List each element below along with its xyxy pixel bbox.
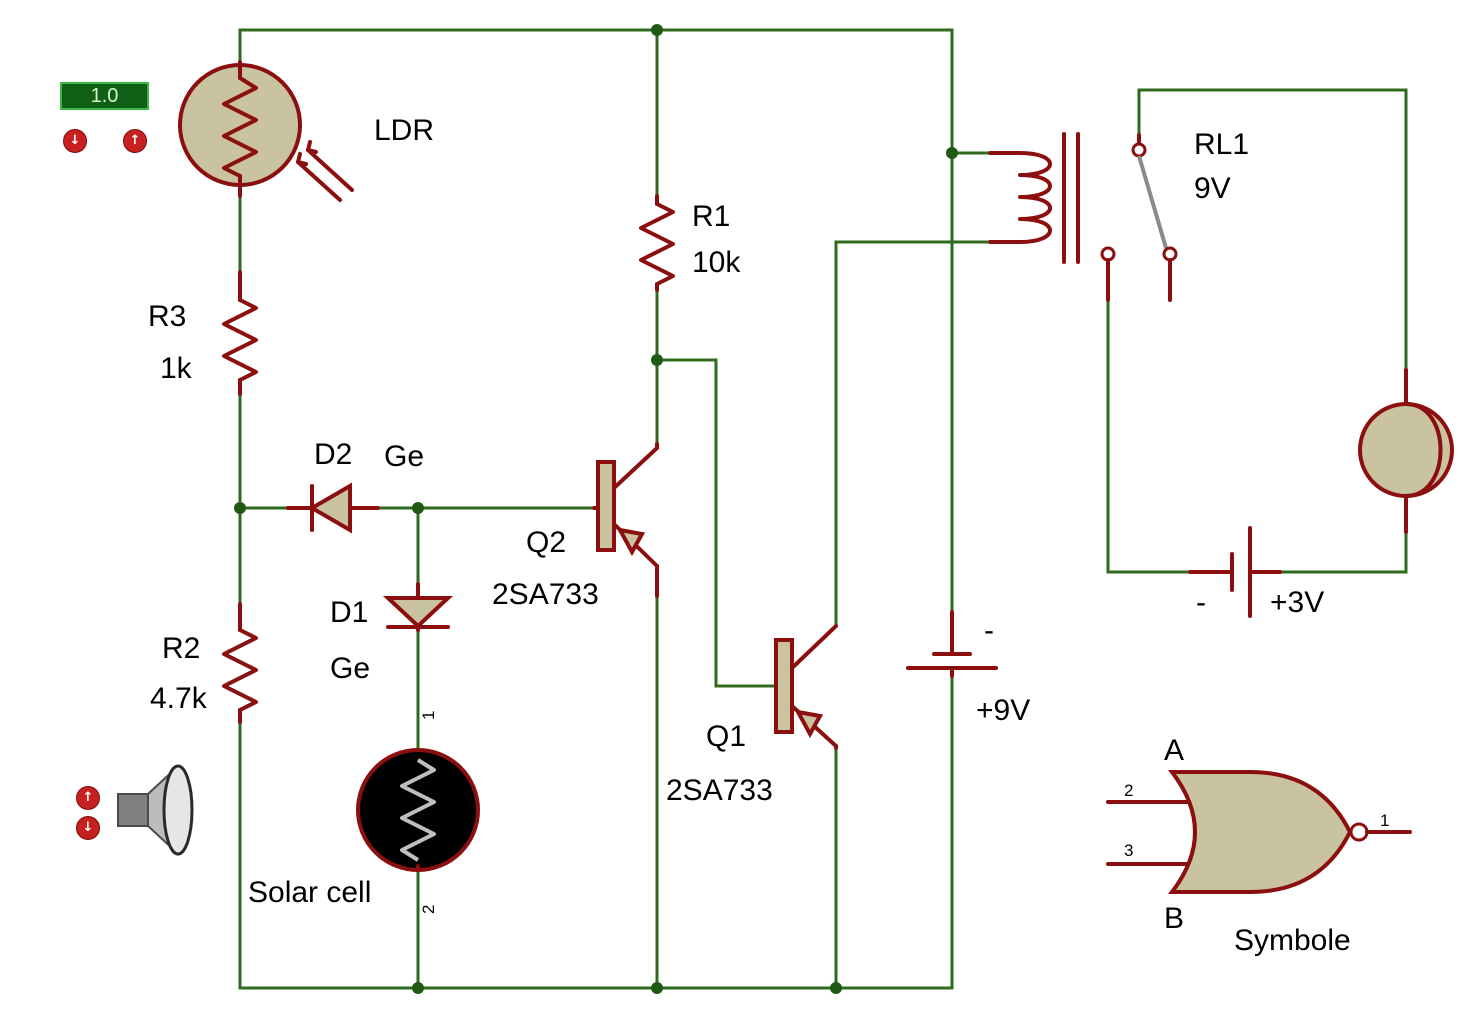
label-d2-name: D2	[314, 438, 352, 471]
resistor-r2	[222, 602, 258, 724]
label-ldr: LDR	[374, 114, 434, 147]
down-arrow-icon: ↓	[69, 133, 81, 148]
solar-cell	[356, 748, 480, 872]
lamp	[1358, 368, 1454, 534]
label-gate-pin2: 2	[1124, 781, 1133, 800]
resistor-r1	[639, 194, 675, 292]
label-relay-voltage: 9V	[1194, 172, 1231, 205]
label-relay-name: RL1	[1194, 128, 1249, 161]
label-battery3-neg: -	[1196, 586, 1206, 619]
ldr	[178, 60, 354, 202]
speaker-increase-button[interactable]: ↑	[76, 786, 100, 810]
label-d1-type: Ge	[330, 652, 370, 685]
label-r2-name: R2	[162, 632, 200, 665]
nor-gate-symbol	[1106, 770, 1412, 894]
transistor-q1	[774, 624, 838, 750]
up-arrow-icon: ↑	[129, 133, 141, 148]
label-gate-a: A	[1164, 734, 1184, 767]
battery-9v	[906, 610, 998, 678]
ldr-decrease-button[interactable]: ↓	[63, 129, 87, 153]
label-gate-pin1: 1	[1380, 811, 1389, 830]
relay-rl1	[988, 132, 1178, 302]
label-q2-name: Q2	[526, 526, 566, 559]
label-r1-name: R1	[692, 200, 730, 233]
ldr-increase-button[interactable]: ↑	[123, 129, 147, 153]
junction-dots	[234, 24, 958, 994]
up-arrow-icon: ↑	[82, 790, 94, 805]
label-q1-part: 2SA733	[666, 774, 773, 807]
label-battery9-neg: -	[984, 614, 994, 647]
label-gate-b: B	[1164, 902, 1184, 935]
label-d1-name: D1	[330, 596, 368, 629]
label-gate-caption: Symbole	[1234, 924, 1351, 957]
label-solar-pin1: 1	[419, 711, 438, 720]
label-q1-name: Q1	[706, 720, 746, 753]
label-q2-part: 2SA733	[492, 578, 599, 611]
label-solar-cell: Solar cell	[248, 876, 371, 909]
speaker-icon	[117, 764, 194, 856]
ldr-value-display: 1.0	[60, 82, 149, 110]
down-arrow-icon: ↓	[82, 820, 94, 835]
label-d2-type: Ge	[384, 440, 424, 473]
label-gate-pin3: 3	[1124, 841, 1133, 860]
label-r3-value: 1k	[160, 352, 193, 385]
diode-d2	[286, 482, 380, 534]
label-r1-value: 10k	[692, 246, 741, 279]
resistor-r3	[222, 270, 258, 396]
label-r3-name: R3	[148, 300, 186, 333]
labels: LDR R1 10k R3 1k D2 Ge Q2 2SA733 D1 Ge R…	[148, 114, 1389, 957]
transistor-q2	[592, 442, 659, 598]
diode-d1	[382, 582, 454, 632]
battery-3v	[1188, 526, 1282, 618]
label-solar-pin2: 2	[419, 905, 438, 914]
label-battery3-pos: +3V	[1270, 586, 1324, 619]
speaker-decrease-button[interactable]: ↓	[76, 816, 100, 840]
label-r2-value: 4.7k	[150, 682, 208, 715]
label-battery9-pos: +9V	[976, 694, 1030, 727]
